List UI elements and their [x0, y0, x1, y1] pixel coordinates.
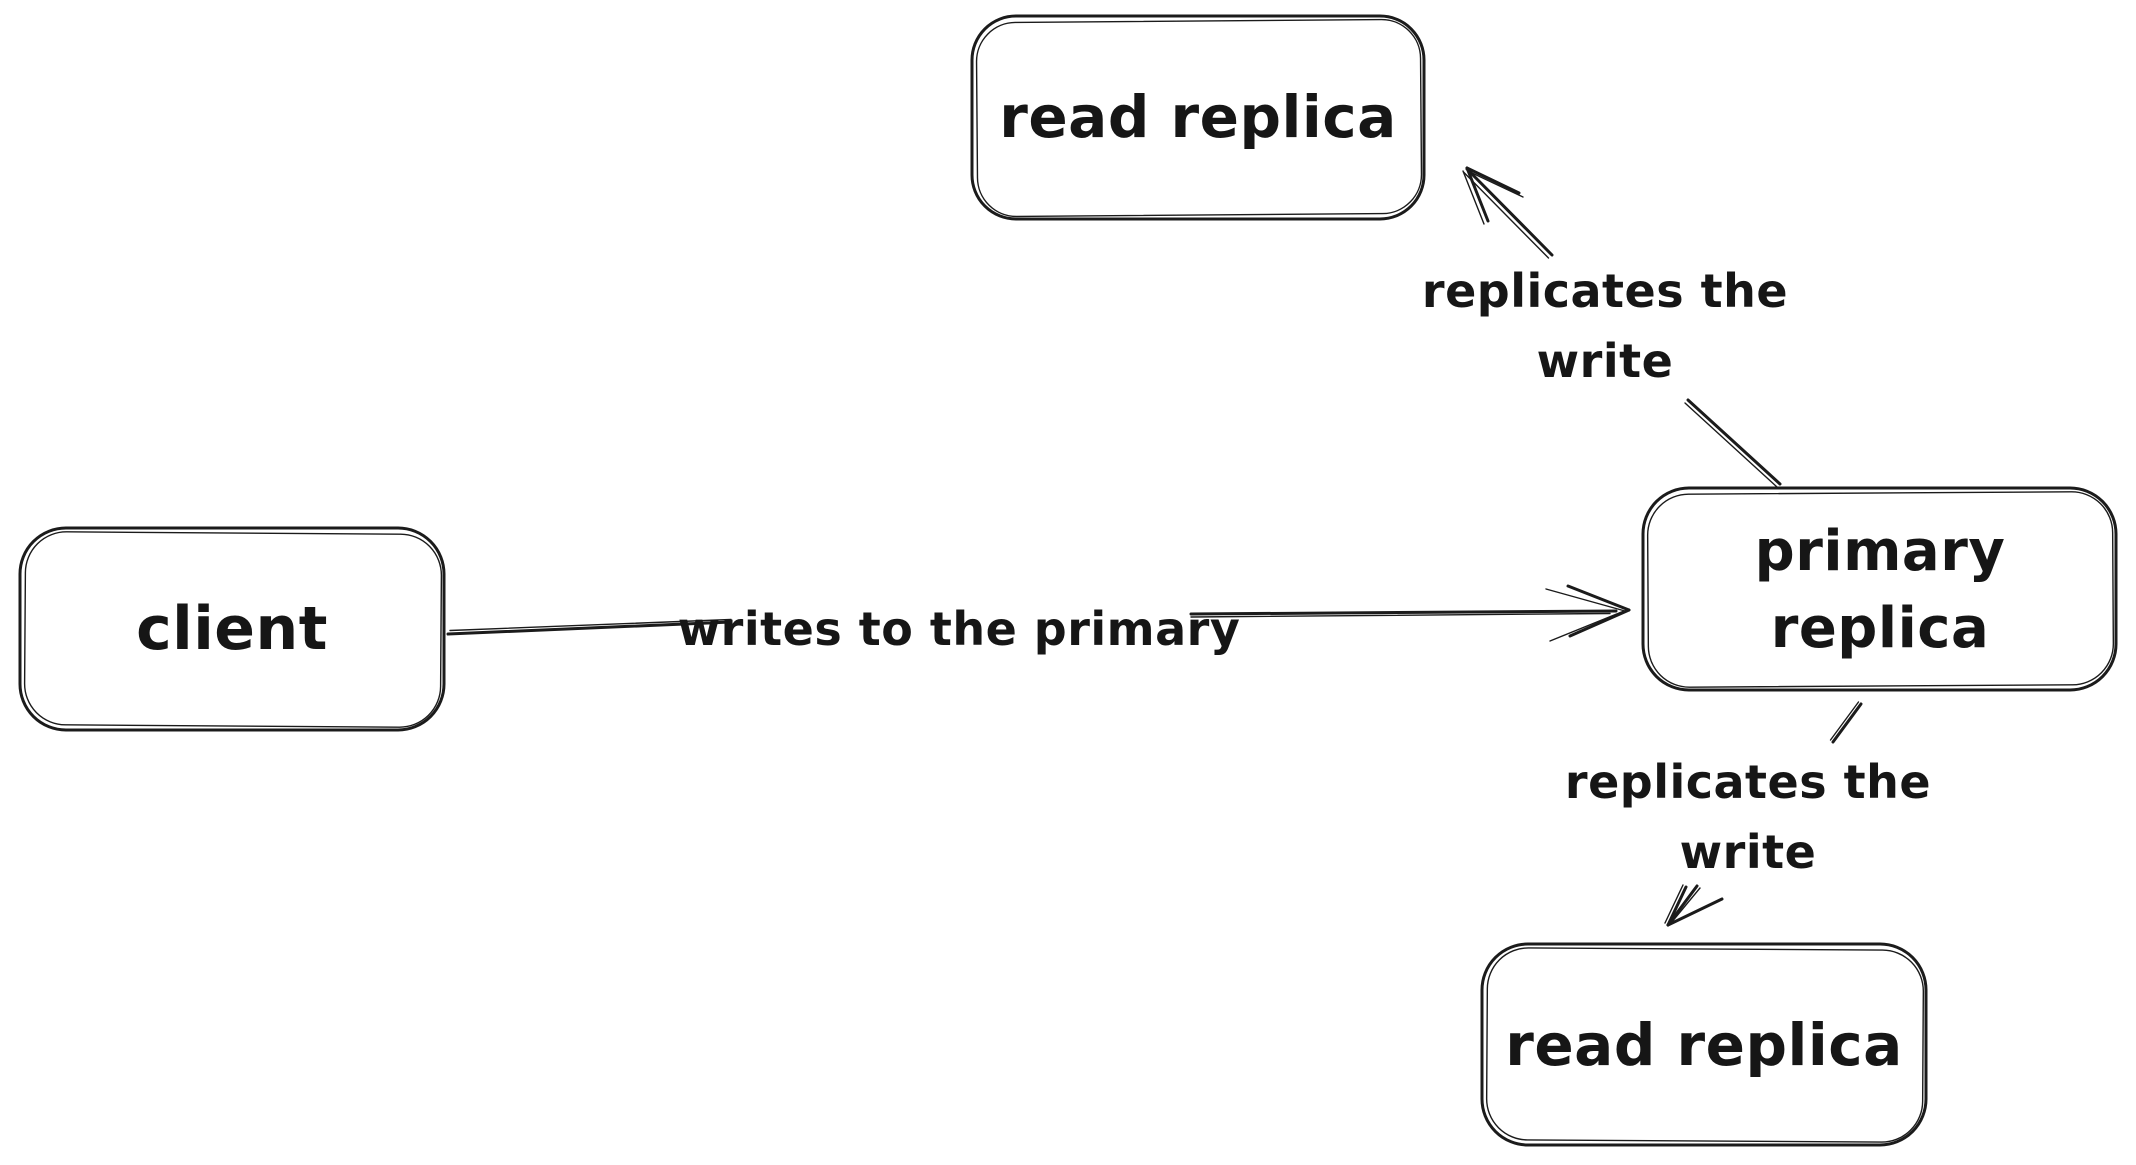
node-box-read-replica-top: [970, 14, 1426, 221]
box-outline-sketch-echo: [975, 18, 1423, 218]
arrowhead-up-left-icon: [1462, 166, 1524, 225]
edge-line: [1465, 167, 1554, 257]
arrowhead-right-icon: [1545, 584, 1631, 642]
node-box-client: [18, 526, 446, 732]
edge-line: [1831, 702, 1863, 744]
arrowhead-down-left-icon: [1664, 884, 1701, 927]
edge-line-sketch-echo: [1684, 402, 1778, 488]
edge-line-sketch-echo: [1190, 612, 1611, 618]
edge-arrow-client-to-primary: [446, 584, 1631, 642]
box-outline-sketch-echo: [23, 531, 443, 728]
node-label-read-replica-bottom: read replica: [1505, 1011, 1903, 1079]
node-label-client: client: [136, 594, 328, 664]
node-label-read-replica-top: read replica: [999, 83, 1397, 151]
edge-line-sketch-echo: [449, 618, 732, 632]
edge-line: [1189, 609, 1618, 616]
node-box-primary-replica: [1641, 486, 2118, 692]
box-outline: [970, 14, 1426, 221]
node-box-read-replica-bottom: [1480, 942, 1928, 1147]
box-outline: [1480, 942, 1928, 1147]
edge-arrow-primary-to-read-replica-top: [1462, 166, 1782, 488]
edge-line: [1686, 398, 1782, 486]
edge-label-replicates-the-write-bottom: replicates the write: [1564, 755, 1932, 879]
node-label-primary-replica: primary replica: [1754, 519, 2006, 661]
edge-line: [446, 620, 733, 636]
edge-line: [1666, 897, 1724, 927]
box-outline-sketch-echo: [1646, 491, 2115, 688]
box-outline: [18, 526, 446, 732]
box-outline: [1641, 486, 2118, 692]
edge-line-sketch-echo: [1462, 171, 1550, 259]
box-outline-sketch-echo: [1485, 947, 1925, 1143]
edge-label-replicates-the-write-top: replicates the write: [1421, 264, 1789, 388]
edge-arrow-primary-to-read-replica-bottom: [1664, 701, 1863, 927]
edge-line-sketch-echo: [1829, 701, 1860, 741]
edge-label-writes-to-the-primary: writes to the primary: [677, 602, 1241, 656]
